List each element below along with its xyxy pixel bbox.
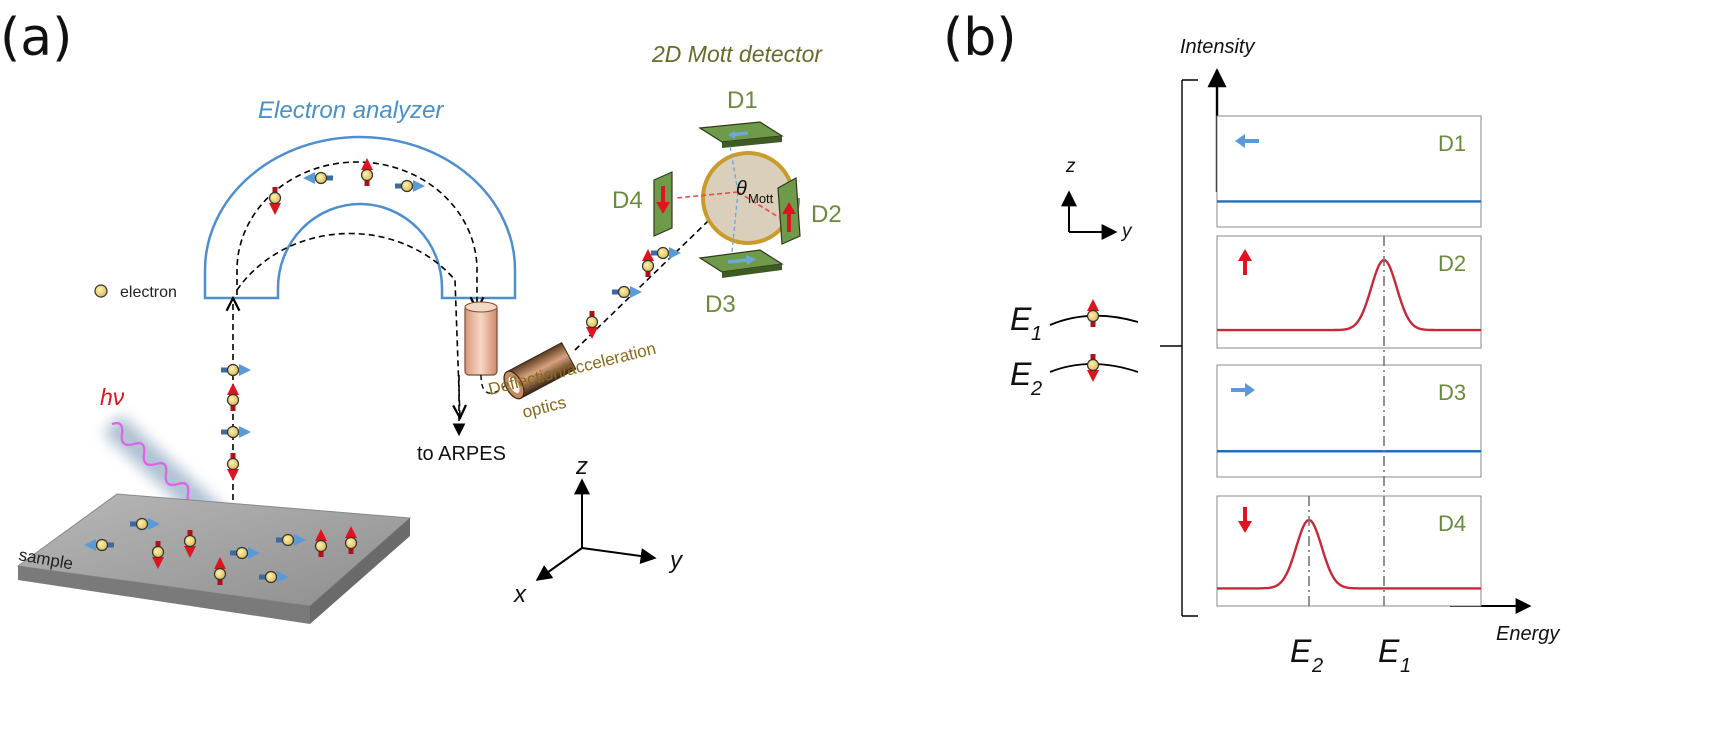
electron-12	[183, 530, 197, 558]
axis-z-label: z	[575, 453, 588, 480]
spin-right-icon	[1231, 383, 1255, 397]
electron-legend-label: electron	[120, 284, 177, 301]
electron-6	[226, 383, 240, 411]
tick-e1-sub: 1	[1400, 655, 1411, 677]
subplot-d3: D3	[1216, 364, 1482, 478]
spin-down-icon	[1238, 507, 1252, 533]
axes-3d	[535, 478, 657, 581]
electron-11	[151, 541, 165, 569]
theta-symbol: θ	[736, 178, 747, 200]
electrons-group	[84, 158, 681, 585]
electron-10	[84, 538, 114, 552]
curve-peak	[1217, 518, 1481, 590]
level-e1-electron	[1086, 299, 1100, 327]
analyzer-title: Electron analyzer	[258, 97, 444, 124]
detector-plate-d3	[698, 249, 784, 278]
electron-legend-icon	[94, 284, 108, 298]
sample: sample	[16, 493, 412, 624]
subplot-label: D3	[1438, 380, 1466, 405]
level-e1-label: E	[1010, 301, 1032, 337]
detector-plate-d1	[698, 121, 784, 148]
tick-e1-label: E	[1378, 633, 1400, 669]
level-e2-label: E	[1010, 356, 1032, 392]
tube-optics	[464, 304, 498, 376]
subplot-label: D4	[1438, 511, 1466, 536]
axes-2d	[1061, 190, 1118, 240]
axis-x-label: x	[513, 581, 527, 608]
beam-to-mott	[574, 191, 739, 351]
spin-up-icon	[1238, 249, 1252, 275]
bracket	[1160, 79, 1198, 617]
electron-15	[276, 533, 306, 547]
theta-subscript: Mott	[748, 191, 774, 206]
photon-label: hν	[100, 384, 125, 410]
electron-trajectory-inner	[236, 161, 477, 310]
electron-17	[314, 529, 328, 557]
energy-level-e1: E 1	[1010, 301, 1139, 345]
intensity-label: Intensity	[1180, 36, 1255, 58]
subplot-frame	[1216, 115, 1482, 228]
level-e1-sub: 1	[1031, 323, 1042, 345]
subplot-d1: D1	[1216, 115, 1482, 228]
electron-22	[651, 246, 681, 260]
electron-trajectory-outer	[236, 232, 460, 418]
level-e2-sub: 2	[1030, 378, 1042, 400]
electron-8	[226, 453, 240, 481]
panel-a-label: (a)	[0, 8, 72, 68]
spin-left-icon	[1235, 134, 1259, 148]
mott-detector: θ Mott	[653, 121, 801, 278]
axes-2d-z: z	[1065, 156, 1076, 177]
subplot-label: D2	[1438, 251, 1466, 276]
mott-title: 2D Mott detector	[651, 41, 823, 67]
mott-label-d1: D1	[727, 87, 758, 114]
level-spins	[1086, 299, 1100, 382]
to-arpes-label: to ARPES	[417, 443, 506, 465]
detector-plate-d2	[777, 177, 801, 245]
panel-a: (a) Electron analyzer electron Deflectio…	[0, 8, 842, 624]
electron-4	[268, 187, 282, 215]
electron-19	[585, 311, 599, 339]
subplot-label: D1	[1438, 131, 1466, 156]
electron-5	[221, 363, 251, 377]
axis-y-label: y	[668, 547, 684, 574]
subplot-d4: D4	[1216, 495, 1482, 607]
subplot-d2: D2	[1216, 235, 1482, 349]
electron-analyzer	[203, 135, 517, 300]
tick-e2-label: E	[1290, 633, 1312, 669]
subplot-frame	[1216, 364, 1482, 478]
detector-plate-d4	[653, 171, 673, 237]
panel-b-label: (b)	[943, 8, 1017, 68]
deflection-cylinder	[503, 341, 577, 400]
electron-20	[612, 285, 642, 299]
mott-label-d4: D4	[612, 187, 643, 214]
optics-label-line2: optics	[520, 393, 568, 422]
axes-2d-y: y	[1120, 221, 1133, 242]
curve-peak	[1217, 259, 1481, 332]
electron-9	[130, 517, 160, 531]
electron-16	[259, 570, 289, 584]
mott-label-d3: D3	[705, 291, 736, 318]
mott-label-d2: D2	[811, 201, 842, 228]
electron-1	[303, 171, 333, 185]
energy-level-e2: E 2	[1010, 356, 1139, 400]
electron-13	[230, 546, 260, 560]
energy-label: Energy	[1496, 623, 1560, 645]
level-e2-electron	[1086, 354, 1100, 382]
tick-e2-sub: 2	[1311, 655, 1323, 677]
electron-3	[395, 179, 425, 193]
electron-21	[641, 249, 655, 277]
panel-b: (b) z y E 1 E 2 Intensity Energy D1D2D3D…	[943, 8, 1560, 677]
electron-14	[213, 557, 227, 585]
electron-18	[344, 526, 358, 554]
electron-2	[360, 158, 374, 186]
electron-7	[221, 425, 251, 439]
